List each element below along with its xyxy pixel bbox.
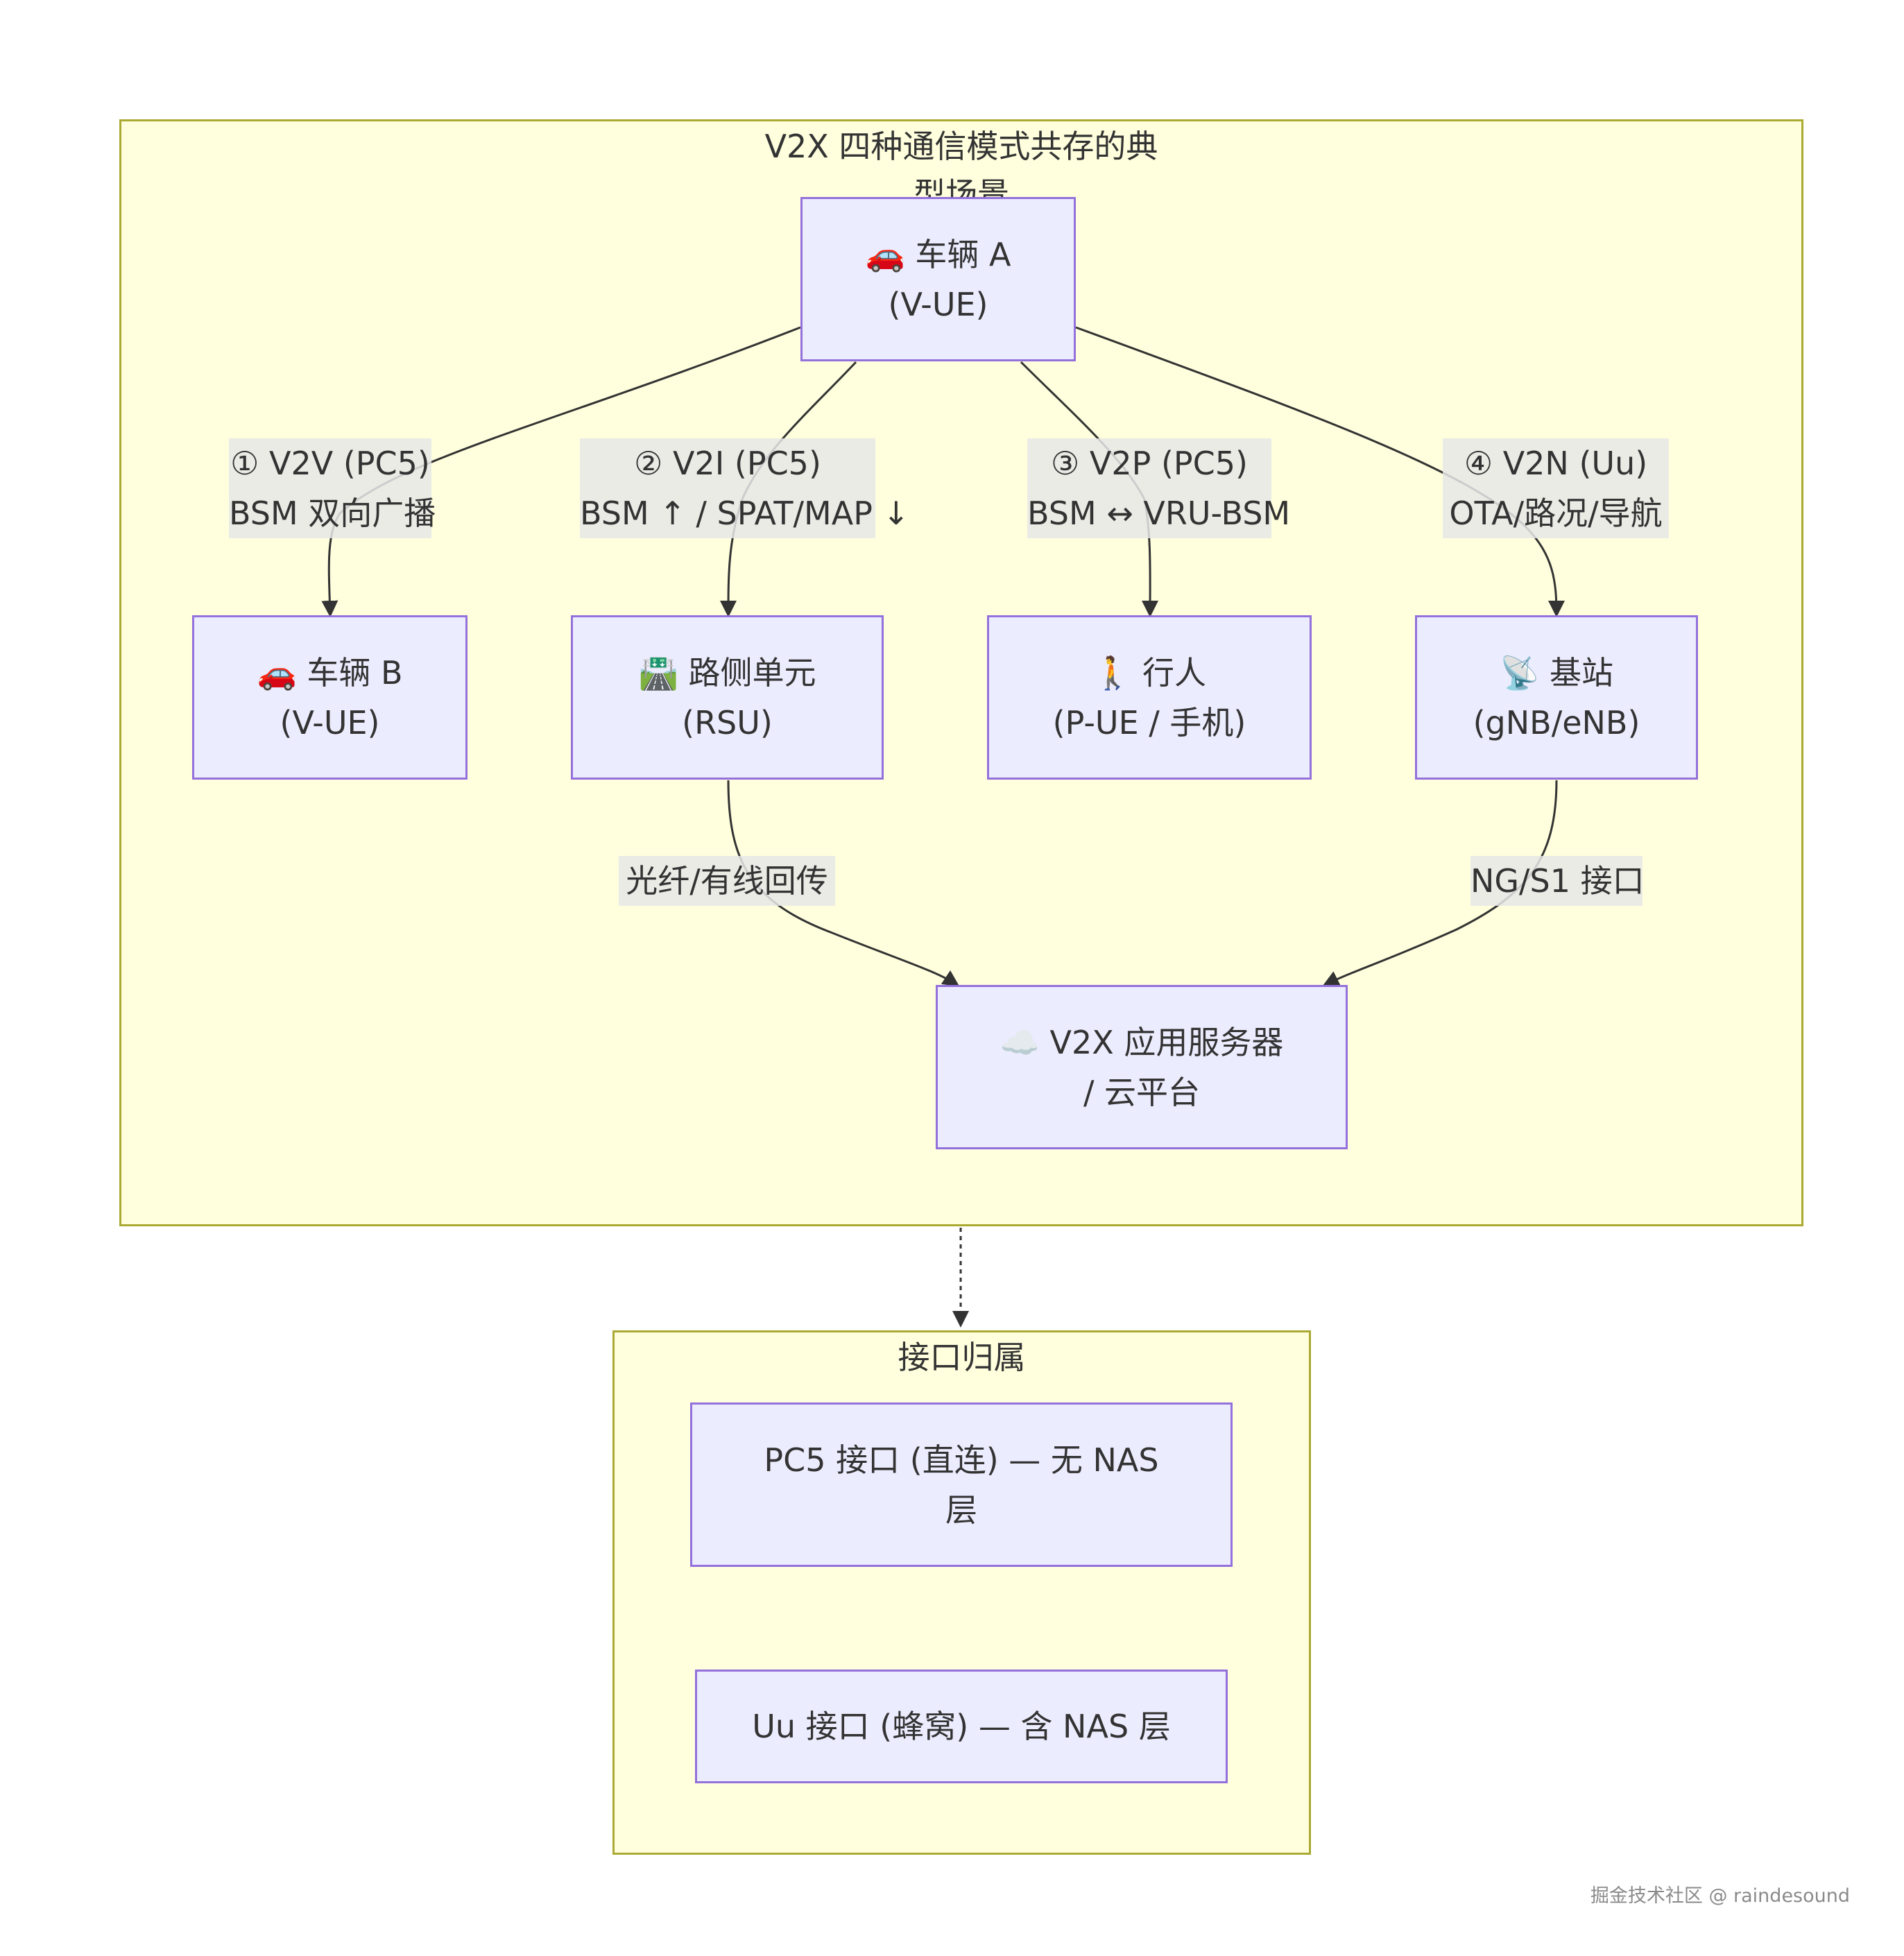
v2v-line1: ① V2V (PC5): [230, 445, 430, 482]
edge-rsu-server: [727, 780, 960, 987]
pc5-line1: PC5 接口 (直连) — 无 NAS: [764, 1441, 1159, 1479]
edge-label-v2n: ④ V2N (Uu) OTA/路况/导航: [1443, 438, 1669, 538]
vehicle-a-line1: 🚗 车辆 A: [865, 235, 1011, 273]
uu-line: Uu 接口 (蜂窝) — 含 NAS 层: [752, 1708, 1171, 1745]
v2n-line1: ④ V2N (Uu): [1464, 445, 1648, 482]
base-station-line1: 📡 基站: [1500, 653, 1613, 692]
node-rsu[interactable]: 🛣️ 路侧单元 (RSU): [571, 615, 884, 780]
base-station-line2: (gNB/eNB): [1473, 703, 1640, 741]
v2i-line2: BSM ↑ / SPAT/MAP ↓: [580, 495, 910, 532]
node-server[interactable]: ☁️ V2X 应用服务器 / 云平台: [936, 985, 1348, 1149]
edge-label-bs-interface: NG/S1 接口: [1470, 856, 1645, 906]
node-vehicle-a[interactable]: 🚗 车辆 A (V-UE): [800, 197, 1076, 361]
v2p-line2: BSM ↔ VRU-BSM: [1027, 495, 1291, 532]
node-pedestrian[interactable]: 🚶 行人 (P-UE / 手机): [987, 615, 1312, 780]
pedestrian-line2: (P-UE / 手机): [1052, 703, 1246, 741]
v2p-line1: ③ V2P (PC5): [1051, 445, 1248, 482]
interface-cluster-title: 接口归属: [898, 1339, 1026, 1376]
node-pc5-interface[interactable]: PC5 接口 (直连) — 无 NAS 层: [690, 1402, 1233, 1567]
pc5-line2: 层: [945, 1491, 977, 1529]
node-uu-interface[interactable]: Uu 接口 (蜂窝) — 含 NAS 层: [695, 1670, 1228, 1783]
scenario-title-line1: V2X 四种通信模式共存的典: [764, 128, 1158, 165]
pedestrian-line1: 🚶 行人: [1092, 653, 1206, 692]
v2i-line1: ② V2I (PC5): [634, 445, 821, 482]
rsu-line2: (RSU): [682, 703, 773, 741]
edge-label-rsu-backhaul: 光纤/有线回传: [619, 856, 835, 906]
v2n-line2: OTA/路况/导航: [1449, 495, 1663, 532]
edge-label-v2i: ② V2I (PC5) BSM ↑ / SPAT/MAP ↓: [580, 438, 910, 538]
vehicle-b-line1: 🚗 车辆 B: [257, 653, 403, 692]
edge-bs-server: [1322, 780, 1558, 986]
node-vehicle-b[interactable]: 🚗 车辆 B (V-UE): [192, 615, 468, 780]
scenario-cluster-title: V2X 四种通信模式共存的典: [121, 121, 1801, 171]
v2v-line2: BSM 双向广播: [229, 495, 436, 532]
server-line2: / 云平台: [1083, 1073, 1201, 1111]
vehicle-b-line2: (V-UE): [280, 703, 380, 741]
node-base-station[interactable]: 📡 基站 (gNB/eNB): [1415, 615, 1698, 780]
vehicle-a-line2: (V-UE): [888, 285, 988, 323]
edge-label-v2p: ③ V2P (PC5) BSM ↔ VRU-BSM: [1027, 438, 1291, 538]
watermark: 掘金技术社区 @ raindesound: [1590, 1885, 1850, 1907]
server-line1: ☁️ V2X 应用服务器: [1000, 1023, 1284, 1061]
rsu-line1: 🛣️ 路侧单元: [638, 653, 816, 692]
edge-label-v2v: ① V2V (PC5) BSM 双向广播: [229, 438, 436, 538]
